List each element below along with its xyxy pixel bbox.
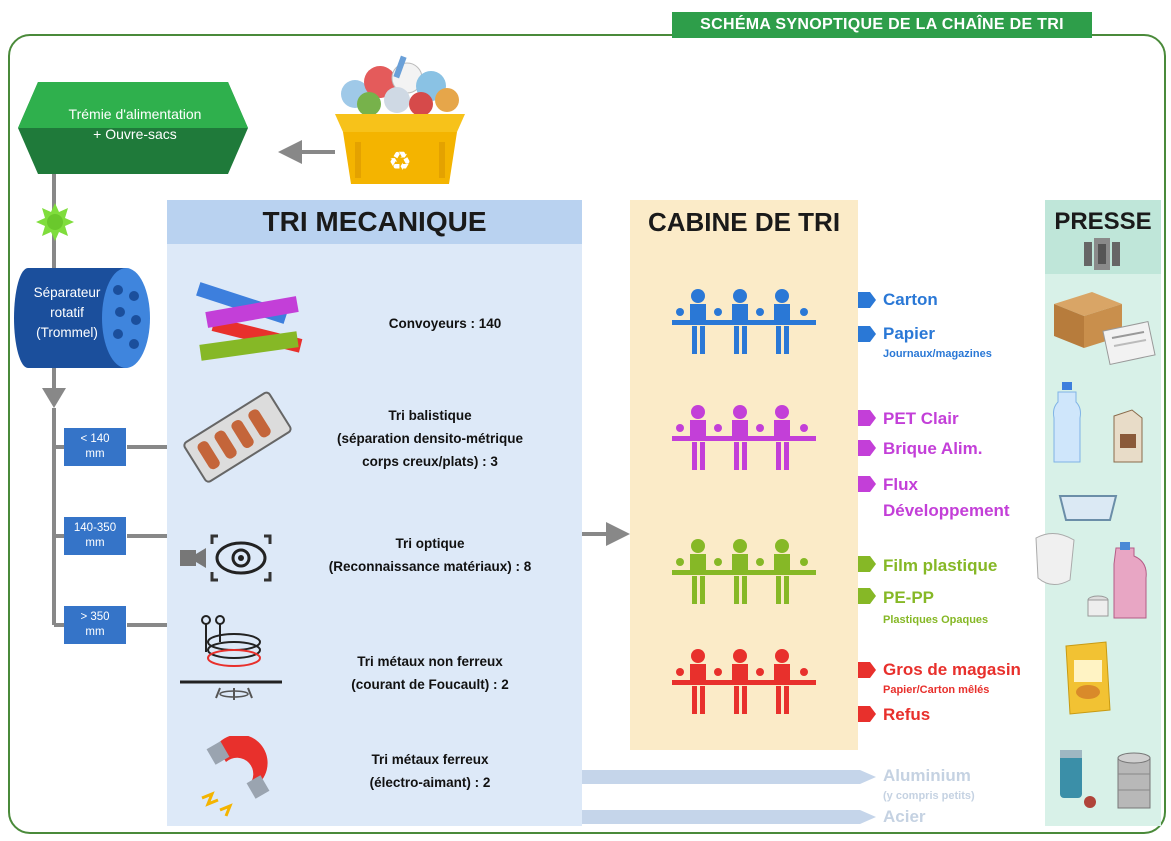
cabine-de-tri-header: CABINE DE TRI [647, 207, 841, 237]
size-class-large-line2: mm [85, 626, 105, 638]
hopper-shape [18, 82, 248, 174]
cereal-box-icon [1065, 641, 1111, 715]
camera-eye-icon [180, 534, 272, 582]
size-class-large-line1: > 350 [80, 611, 110, 623]
recycling-bin-icon: ♻ [335, 55, 465, 184]
detergent-bottle-icon [1113, 542, 1147, 619]
water-bottle-icon [1053, 382, 1143, 463]
op-metaux-non-ferreux-line2: (courant de Foucault) : 2 [351, 677, 509, 692]
hopper-label-line2: + Ouvre-sacs [93, 126, 177, 142]
op-tri-optique: Tri optique (Reconnaissance matériaux) :… [280, 532, 580, 578]
arrow-to-cabine-icon [606, 522, 630, 546]
op-tri-optique-line1: Tri optique [395, 536, 465, 551]
material-developpement: Développement [883, 501, 1010, 520]
op-tri-balistique-line2: (séparation densito-métrique [336, 431, 524, 446]
eddy-current-coil-icon [180, 615, 282, 700]
trommel-label: Séparateur rotatif (Trommel) [22, 283, 112, 343]
material-gros-de-magasin: Gros de magasin [883, 660, 1021, 679]
trommel-label-line1: Séparateur [33, 285, 101, 300]
sorting-workers-icon [672, 405, 816, 470]
size-class-small-line2: mm [85, 448, 105, 460]
plastic-bag-icon [1035, 533, 1147, 619]
material-pe-pp: PE-PP [883, 588, 935, 607]
milk-carton-icon [1113, 409, 1143, 463]
material-film-plastique: Film plastique [883, 556, 998, 575]
size-class-medium-line2: mm [85, 537, 105, 549]
op-metaux-non-ferreux: Tri métaux non ferreux (courant de Fouca… [300, 650, 560, 696]
op-convoyeurs: Convoyeurs : 140 [330, 312, 560, 335]
size-class-small-line1: < 140 [80, 433, 110, 445]
size-class-small: < 140 mm [64, 428, 126, 466]
cardboard-box-icon [1054, 292, 1156, 366]
arrow-acier-icon [582, 810, 876, 824]
size-class-medium: 140-350 mm [64, 517, 126, 555]
press-icon [1084, 238, 1120, 270]
material-gros-de-magasin-sub: Papier/Carton mêlés [883, 684, 990, 696]
plastic-tray-icon [1058, 495, 1118, 521]
hopper-label-line1: Trémie d'alimentation [68, 106, 202, 122]
op-tri-balistique-line1: Tri balistique [388, 408, 472, 423]
hopper-label: Trémie d'alimentation + Ouvre-sacs [40, 104, 230, 144]
material-pet-clair: PET Clair [883, 409, 959, 428]
op-convoyeurs-line1: Convoyeurs : 140 [388, 316, 502, 331]
material-flux: Flux [883, 475, 918, 494]
material-brique-alim: Brique Alim. [883, 439, 983, 458]
op-metaux-ferreux-line1: Tri métaux ferreux [371, 752, 489, 767]
size-class-medium-line1: 140-350 [73, 522, 117, 534]
material-acier: Acier [883, 807, 926, 826]
diagram-title: SCHÉMA SYNOPTIQUE DE LA CHAÎNE DE TRI [672, 12, 1092, 38]
magnet-icon [201, 736, 270, 817]
op-metaux-ferreux: Tri métaux ferreux (électro-aimant) : 2 [300, 748, 560, 794]
output-markers [858, 292, 876, 722]
op-metaux-ferreux-line2: (électro-aimant) : 2 [369, 775, 491, 790]
material-papier: Papier [883, 324, 935, 343]
material-aluminium-sub: (y compris petits) [883, 790, 975, 802]
sorting-workers-icon [672, 539, 816, 604]
material-refus: Refus [883, 705, 931, 724]
material-carton: Carton [883, 290, 938, 309]
steel-can-icon [1117, 752, 1151, 809]
size-class-large: > 350 mm [64, 606, 126, 644]
arrow-aluminium-icon [582, 770, 876, 784]
sorting-workers-icon [672, 649, 816, 714]
newspaper-icon [1102, 320, 1156, 366]
op-tri-optique-line2: (Reconnaissance matériaux) : 8 [328, 559, 532, 574]
sorting-workers-icon [672, 289, 816, 354]
svg-text:♻: ♻ [388, 147, 411, 177]
op-tri-balistique: Tri balistique (séparation densito-métri… [300, 404, 560, 473]
ballistic-sorter-icon [183, 391, 292, 483]
diagram-frame [8, 34, 1166, 834]
trommel-label-line2: rotatif [50, 305, 84, 320]
trommel-shape [14, 268, 150, 368]
op-tri-balistique-line3: corps creux/plats) : 3 [362, 454, 498, 469]
tri-mecanique-header: TRI MECANIQUE [167, 200, 582, 244]
arrow-to-hopper-icon [278, 140, 302, 164]
op-metaux-non-ferreux-line1: Tri métaux non ferreux [357, 654, 503, 669]
conveyor-icon [196, 282, 303, 361]
material-pe-pp-sub: Plastiques Opaques [883, 614, 989, 626]
trommel-label-line3: (Trommel) [36, 325, 98, 340]
arrow-down-icon [42, 388, 66, 408]
aluminium-can-icon [1060, 750, 1151, 809]
gear-icon [36, 203, 74, 241]
material-aluminium: Aluminium [883, 766, 971, 785]
material-papier-sub: Journaux/magazines [883, 348, 992, 360]
